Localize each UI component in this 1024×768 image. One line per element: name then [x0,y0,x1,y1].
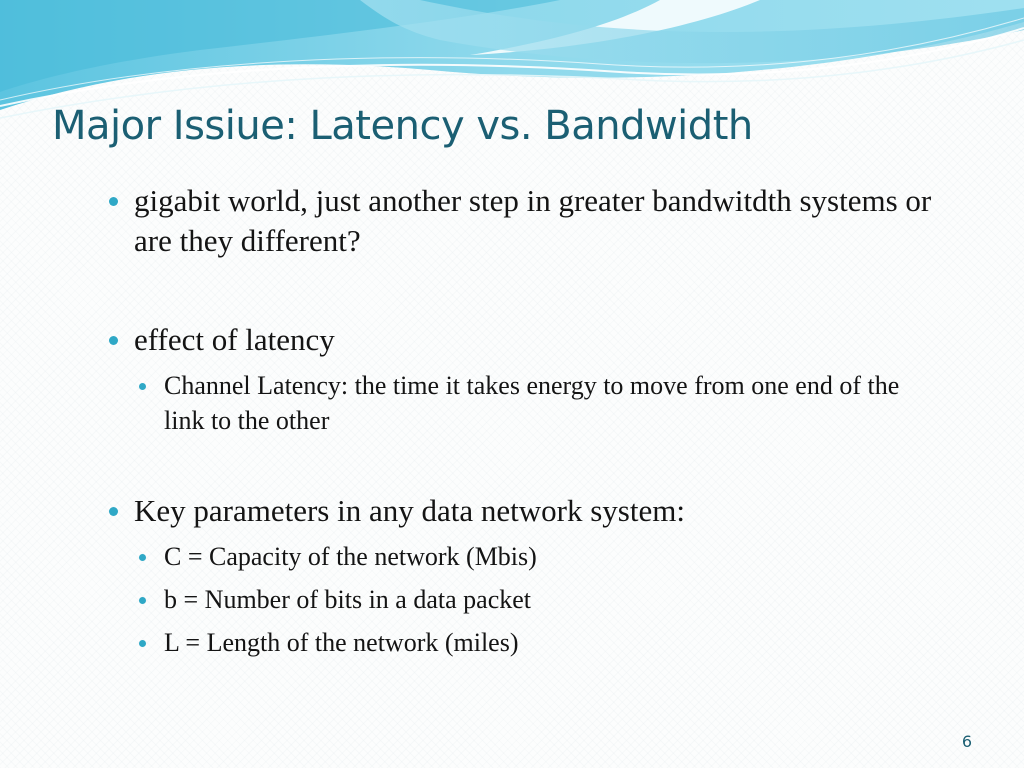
bullet-dot-icon [109,197,118,206]
bullet-item: Key parameters in any data network syste… [106,491,954,531]
bullet-item: gigabit world, just another step in grea… [106,181,954,261]
sub-bullet-item: Channel Latency: the time it takes energ… [106,368,934,438]
bullet-dot-icon [109,507,118,516]
bullet-text: effect of latency [134,322,335,357]
bullet-text: Key parameters in any data network syste… [134,493,685,528]
bullet-item: effect of latency [106,320,954,360]
sub-bullet-text: L = Length of the network (miles) [164,628,519,657]
sub-bullet-dot-icon [139,597,146,604]
sub-bullet-text: C = Capacity of the network (Mbis) [164,542,537,571]
sub-bullet-dot-icon [139,383,146,390]
sub-bullet-item: L = Length of the network (miles) [106,625,934,660]
sub-bullet-item: b = Number of bits in a data packet [106,582,934,617]
sub-bullet-text: b = Number of bits in a data packet [164,585,531,614]
sub-bullet-text: Channel Latency: the time it takes energ… [164,371,900,435]
bullet-dot-icon [109,336,118,345]
header-wave-decoration [0,0,1024,119]
page-number: 6 [961,732,972,751]
sub-bullet-dot-icon [139,554,146,561]
slide-title: Major Issiue: Latency vs. Bandwidth [52,103,753,149]
sub-bullet-dot-icon [139,640,146,647]
bullet-text: gigabit world, just another step in grea… [134,183,932,258]
sub-bullet-item: C = Capacity of the network (Mbis) [106,539,934,574]
